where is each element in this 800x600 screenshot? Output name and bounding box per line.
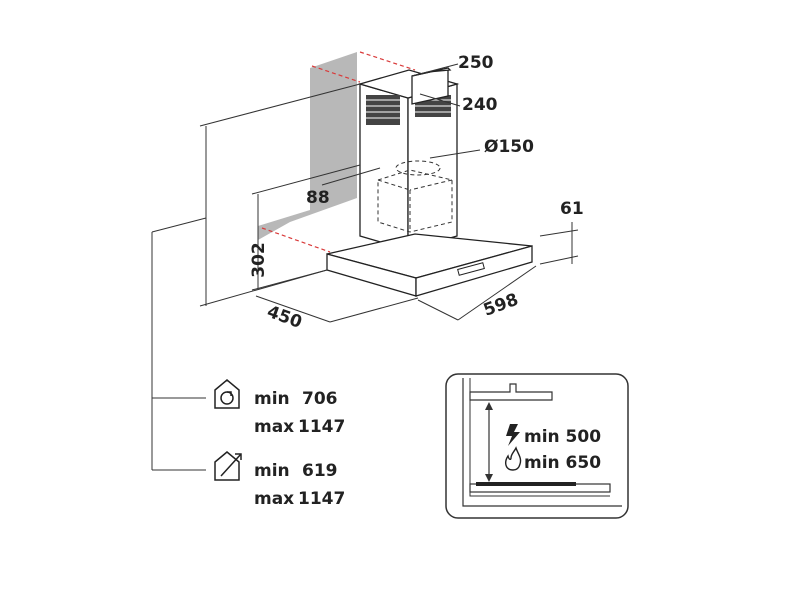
- extract-max-value: 1147: [298, 489, 345, 509]
- dim-250: 250: [458, 53, 494, 73]
- extract-max-label: max: [254, 489, 294, 509]
- dim-598: 598: [481, 290, 521, 321]
- clearance-panel: min 500 min 650: [445, 373, 629, 519]
- extract-min-value: 619: [302, 461, 338, 481]
- dimension-lines: [151, 63, 579, 471]
- extraction-spec: min 619 max 1147: [214, 451, 345, 509]
- recirc-max-value: 1147: [298, 417, 345, 437]
- clearance-electric: min 500: [524, 427, 601, 447]
- dim-61: 61: [560, 199, 584, 219]
- house-extraction-icon: [214, 451, 242, 481]
- dimension-labels: 250 240 Ø150 88 302 61 450 598: [249, 53, 584, 333]
- dim-240: 240: [462, 95, 498, 115]
- lightning-icon: [506, 424, 520, 446]
- recirc-min-label: min: [254, 389, 290, 409]
- wall-contact-lines: [261, 51, 416, 253]
- recirc-min-value: 706: [302, 389, 338, 409]
- dim-302: 302: [249, 242, 269, 278]
- extract-min-label: min: [254, 461, 290, 481]
- svg-text:min: min: [254, 389, 290, 409]
- canopy: [326, 233, 533, 297]
- dim-150: Ø150: [484, 137, 534, 157]
- recirc-max-label: max: [254, 417, 294, 437]
- recirculation-spec: min 706 max 1147: [214, 379, 345, 437]
- flame-icon: [505, 446, 522, 471]
- dim-88: 88: [306, 188, 330, 208]
- chimney: [357, 69, 460, 251]
- dim-450: 450: [264, 302, 304, 333]
- house-recirculation-icon: [214, 379, 240, 409]
- wall: [258, 52, 357, 240]
- clearance-gas: min 650: [524, 453, 601, 473]
